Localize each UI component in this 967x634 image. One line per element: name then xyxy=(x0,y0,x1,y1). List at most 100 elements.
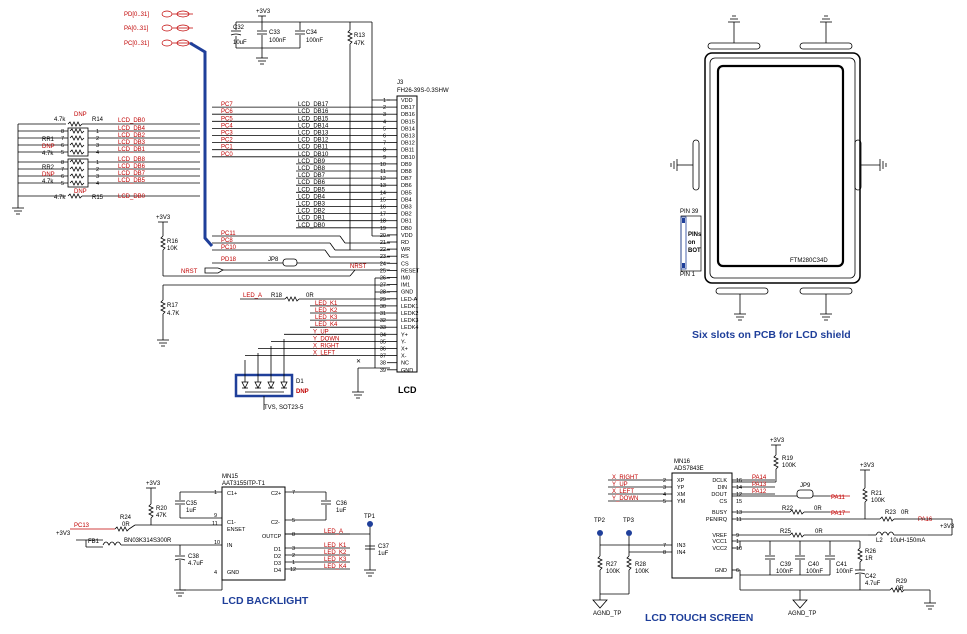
j3-pin-name: IM0 xyxy=(401,276,410,282)
shield-caption: Six slots on PCB for LCD shield xyxy=(692,329,851,341)
pins-note: PINs xyxy=(688,232,702,238)
ground-symbol xyxy=(157,339,169,347)
j3-pin-name: GND xyxy=(401,290,413,296)
j3-pin-number: 12 xyxy=(380,176,386,182)
j3-pin-number: 31 xyxy=(380,311,386,317)
mn16-pin-left: IN3 xyxy=(677,543,686,549)
jp8-label: JP8 xyxy=(268,257,279,263)
fb1-ref: FB1 xyxy=(88,539,100,545)
rr-pin-left: 7 xyxy=(61,136,64,142)
net-pc: PC7 xyxy=(221,102,233,108)
net-lcd-db: LCD_DB0 xyxy=(298,223,326,229)
r28-val: 100K xyxy=(635,569,649,575)
top-decoupling: +3V3 C32 10uF C33 100nF C34 100nF R13 47… xyxy=(230,9,390,251)
port-pc: PC[0..31] xyxy=(124,41,149,47)
net-pd18: PD18 xyxy=(221,257,237,263)
j3-pin-name: DB7 xyxy=(401,176,412,182)
svg-text:12: 12 xyxy=(290,567,296,573)
j3-pin-number: 20 xyxy=(380,233,386,239)
c37-ref: C37 xyxy=(378,544,390,550)
j3-pin-name: X+ xyxy=(401,347,408,353)
j3-pin-name: LEDK1 xyxy=(401,304,418,310)
l2-val: 10uH-150mA xyxy=(890,538,925,544)
j3-pin-name: DB6 xyxy=(401,183,412,189)
pin39-label: PIN 39 xyxy=(680,209,699,215)
c41-val: 100nF xyxy=(836,569,853,575)
j3-pin-number: 15 xyxy=(380,197,386,203)
net-nrst-right: NRST xyxy=(350,264,367,270)
j3-pin-number: 30 xyxy=(380,304,386,310)
rr-pin-left: 7 xyxy=(61,167,64,173)
c37-val: 1uF xyxy=(378,551,389,557)
c32-ref: C32 xyxy=(233,25,245,31)
control-nets: PC11 PC8 PC10 PD18 JP8 NRST NRST +3V3 R1… xyxy=(156,215,390,357)
j3-pin-number: 9 xyxy=(383,155,386,161)
net-pc10: PC10 xyxy=(221,245,237,251)
j3-pin-name: DB1 xyxy=(401,219,412,225)
vcc-label: +3V3 xyxy=(146,481,161,487)
rr-pin-right: 1 xyxy=(96,129,99,135)
mn16-pin-right: CS xyxy=(719,499,727,505)
pa-label: PA14 xyxy=(752,475,767,481)
j3-pin-number: 19 xyxy=(380,226,386,232)
pa-label: PA12 xyxy=(752,489,767,495)
j3-pin-number: 38 xyxy=(380,361,386,367)
touch-input-label: Y_UP xyxy=(612,482,628,488)
r29-ref: R29 xyxy=(896,579,908,585)
backlight-out-label: LED_K3 xyxy=(324,557,347,563)
j3-pin-name: GND xyxy=(401,368,413,374)
c38-val: 4.7uF xyxy=(188,561,204,567)
rr-pin-left: 8 xyxy=(61,129,64,135)
j3-pin-name: DB12 xyxy=(401,141,415,147)
j3-pin-number: 39 xyxy=(380,368,386,374)
r28-ref: R28 xyxy=(635,562,647,568)
j3-pin-name: DB16 xyxy=(401,112,415,118)
j3-pin-number: 8 xyxy=(383,148,386,154)
mn16-pin-right: VCC2 xyxy=(712,546,727,552)
j3-body xyxy=(396,95,418,373)
j3-pin-name: DB15 xyxy=(401,119,415,125)
c42-ref: C42 xyxy=(865,574,877,580)
j3-pin-number: 5 xyxy=(383,126,386,132)
rr-net-label: LCD_DB5 xyxy=(118,178,146,184)
svg-text:1: 1 xyxy=(214,490,217,496)
mn15-d3: D3 xyxy=(274,561,281,567)
mn15-c1p: C1+ xyxy=(227,491,237,497)
r22-val: 0R xyxy=(814,506,822,512)
rr-pin-left: 6 xyxy=(61,174,64,180)
mn15-ref: MN15 xyxy=(222,474,239,480)
j3-pin-name: DB4 xyxy=(401,197,412,203)
vcc-label: +3V3 xyxy=(56,531,71,537)
shield-slots xyxy=(670,15,887,321)
r16-ref: R16 xyxy=(167,239,179,245)
rr2-body xyxy=(67,158,89,188)
j3-pin-number: 22 xyxy=(380,247,386,253)
mn15-d2: D2 xyxy=(274,554,281,560)
c38-ref: C38 xyxy=(188,554,200,560)
j3-pin-name: DB14 xyxy=(401,126,415,132)
pins-note-2: on xyxy=(688,240,696,246)
mn16-pin-num: 2 xyxy=(663,478,666,484)
r21-ref: R21 xyxy=(871,491,883,497)
j3-pin-number: 28 xyxy=(380,290,386,296)
d1-part: TVS, SOT23-5 xyxy=(264,405,304,411)
j3-pin-number: 17 xyxy=(380,212,386,218)
mn16-pin-num: 6 xyxy=(736,568,739,574)
mn16-pin-left: XP xyxy=(677,478,685,484)
pin1-label: PIN 1 xyxy=(680,272,696,278)
j3-pin-number: 6 xyxy=(383,134,386,140)
r24-val: 0R xyxy=(122,522,130,528)
j3-pin-name: DB9 xyxy=(401,162,412,168)
net-touch: X_LEFT xyxy=(313,351,335,357)
mn16-pin-num: 16 xyxy=(736,478,742,484)
svg-text:4: 4 xyxy=(214,570,217,576)
c35-ref: C35 xyxy=(186,501,198,507)
touch-input-label: X_LEFT xyxy=(612,489,634,495)
j3-pin-number: 18 xyxy=(380,219,386,225)
r23-val: 0R xyxy=(901,510,909,516)
net-touch: X_RIGHT xyxy=(313,344,339,350)
r22-ref: R22 xyxy=(782,506,794,512)
r20-ref: R20 xyxy=(156,506,168,512)
